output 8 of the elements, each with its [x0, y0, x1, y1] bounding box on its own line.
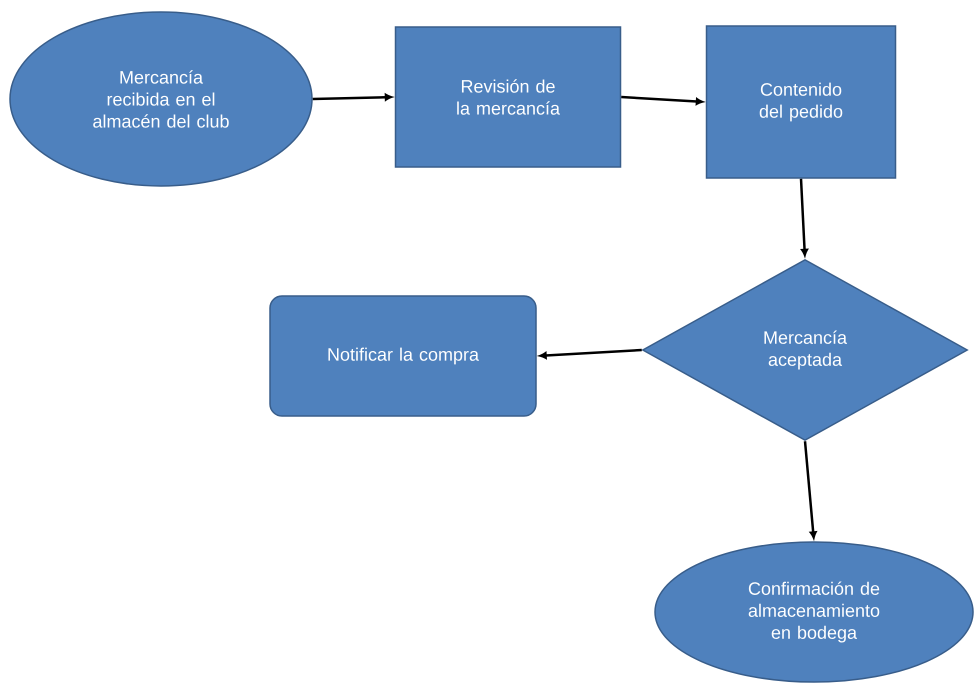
arrow	[621, 96, 704, 106]
arrow	[539, 348, 642, 360]
process-box: Revisión de la mercancía	[394, 26, 622, 168]
process-box: Notificar la compra	[269, 295, 537, 417]
arrow	[804, 441, 817, 539]
arrow	[800, 178, 808, 256]
arrow	[312, 94, 392, 101]
process-box: Contenido del pedido	[706, 25, 896, 179]
